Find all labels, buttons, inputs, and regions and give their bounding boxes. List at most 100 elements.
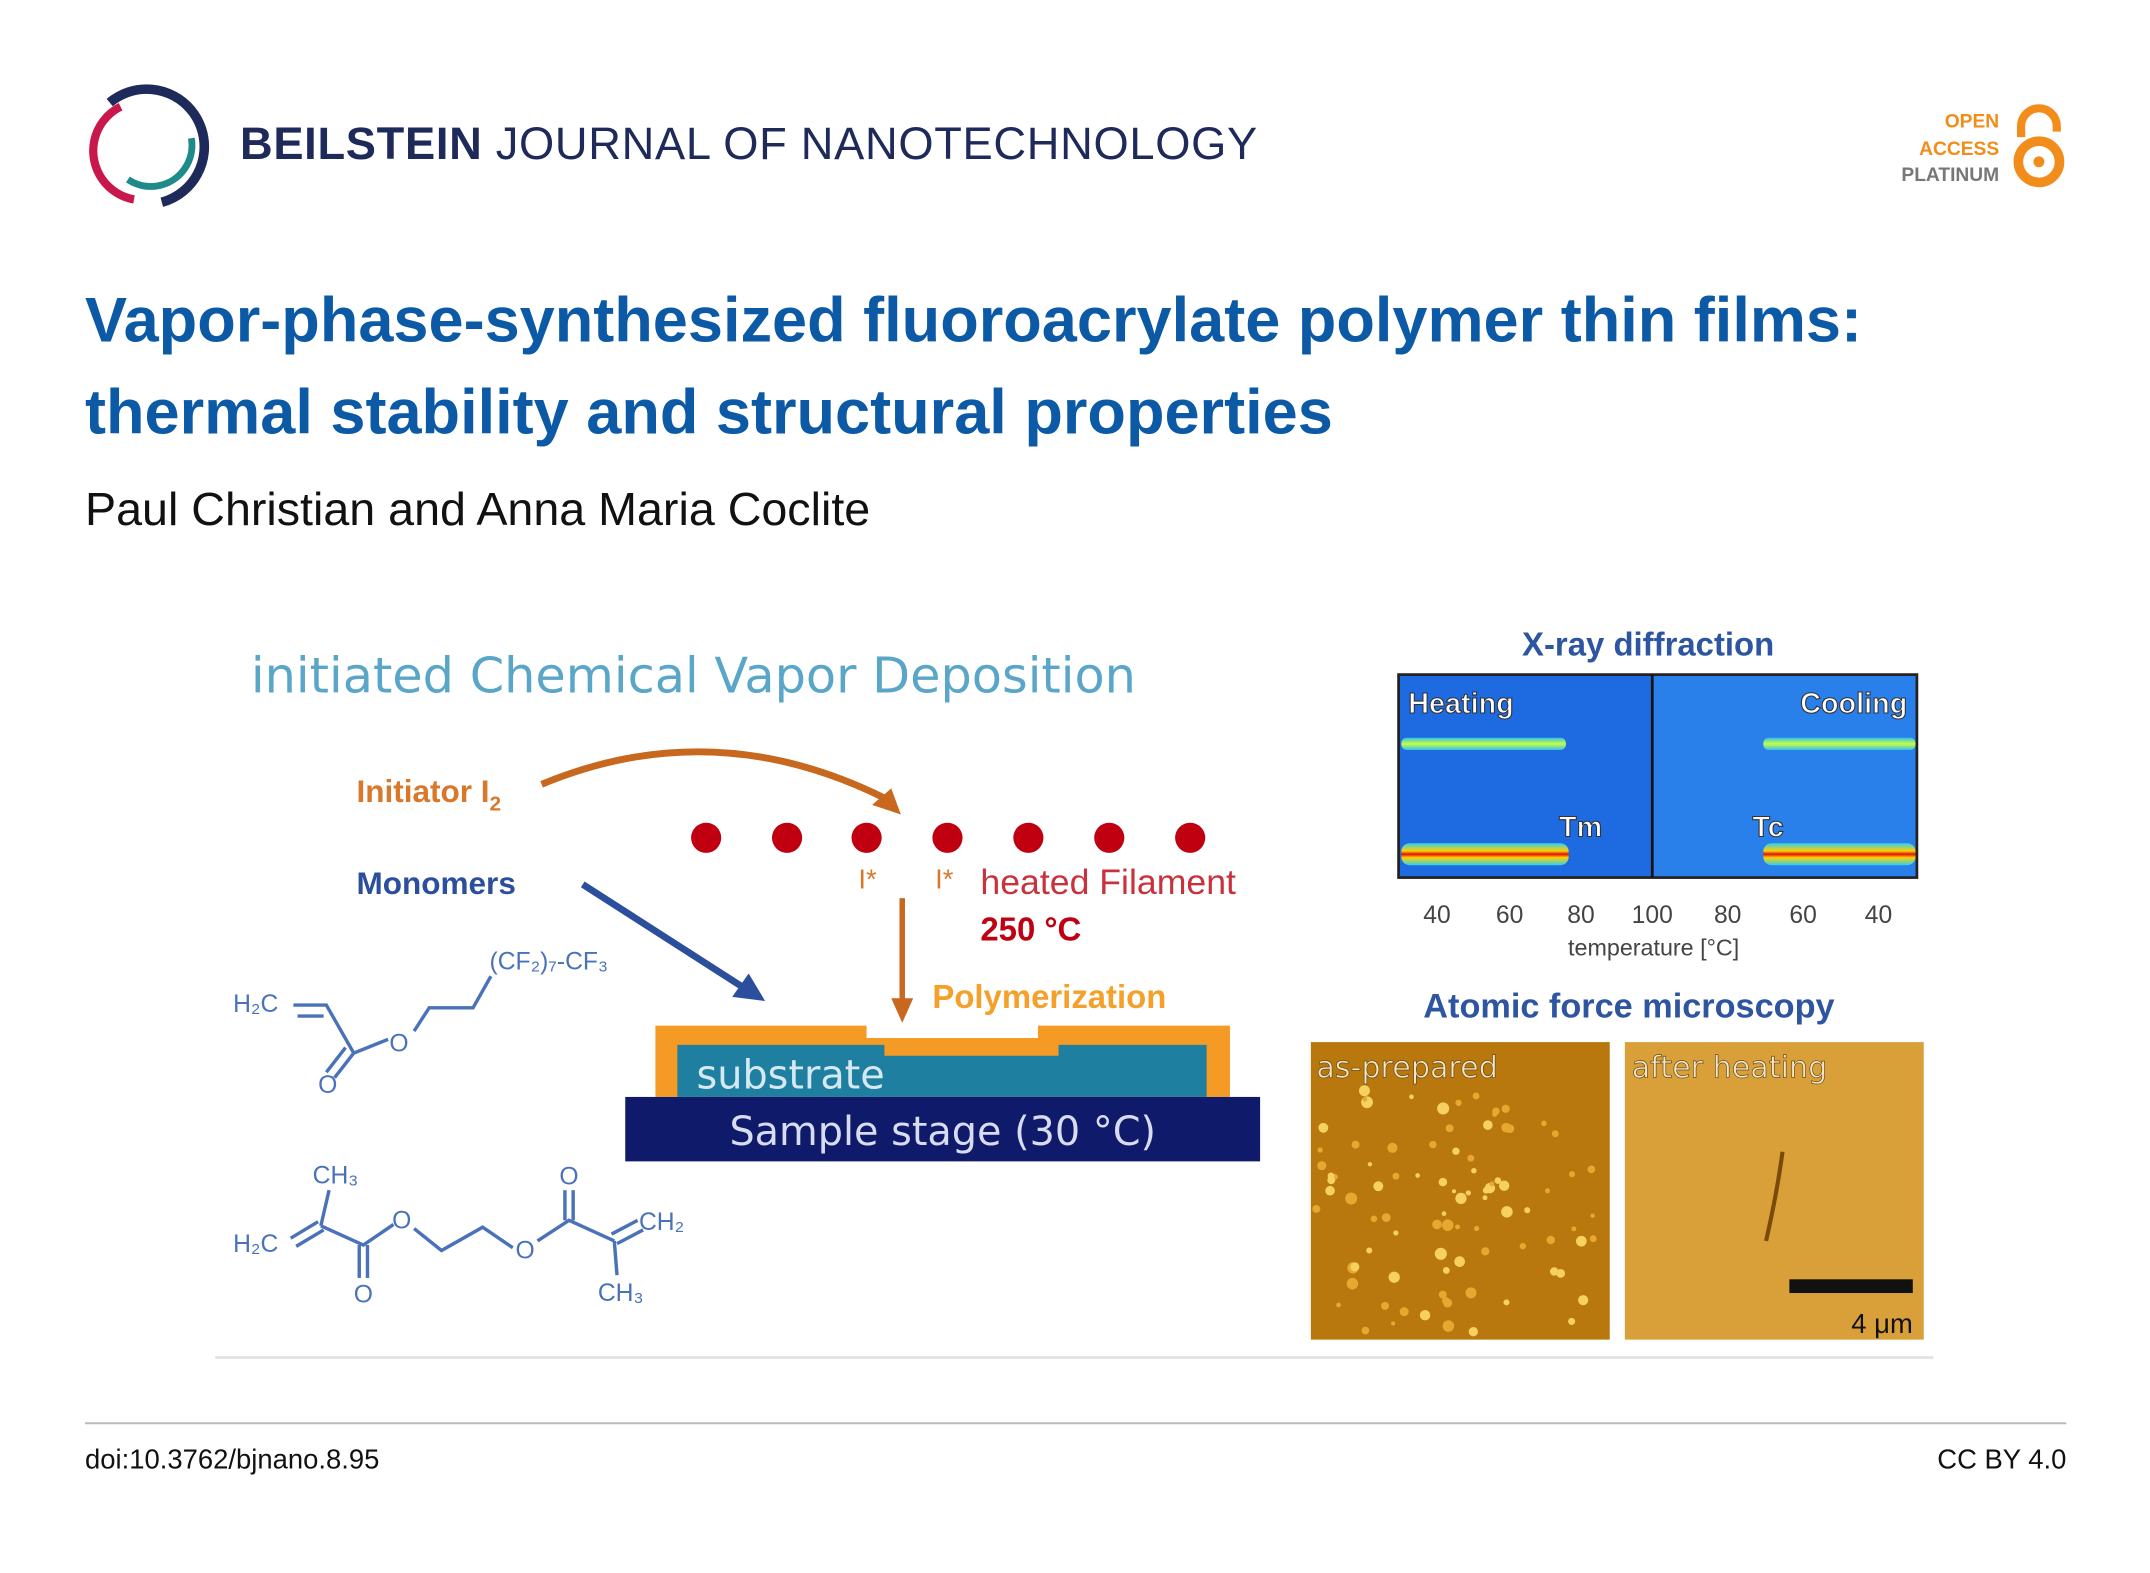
monomer-arrow: [580, 881, 766, 1001]
xrd-tick-label: 80: [1567, 902, 1594, 929]
article-authors: Paul Christian and Anna Maria Coclite: [85, 484, 871, 537]
figure-heading: initiated Chemical Vapor Deposition: [251, 646, 1136, 704]
radical-label: I*: [935, 864, 954, 895]
afm-title: Atomic force microscopy: [1423, 987, 1834, 1025]
initiator-arrow: [540, 748, 901, 815]
afm-grain: [1451, 1189, 1457, 1194]
afm-grain: [1361, 1326, 1370, 1335]
afm-grain: [1483, 1120, 1493, 1130]
heating-label: Heating: [1408, 688, 1514, 720]
afm-grain: [1442, 1266, 1450, 1274]
afm-grain: [1367, 1162, 1373, 1167]
afm-grain: [1370, 1215, 1378, 1223]
afm-image-as-prepared: [1310, 1042, 1610, 1340]
afm-grain: [1578, 1295, 1589, 1306]
afm-left-label: as-prepared: [1316, 1051, 1498, 1086]
molecule-label: O: [559, 1164, 578, 1191]
tm-label: Tm: [1559, 811, 1602, 843]
afm-grain: [1569, 1171, 1576, 1178]
xrd-tick-label: 40: [1423, 902, 1450, 929]
doi-text: doi:10.3762/bjnano.8.95: [85, 1445, 380, 1476]
tc-label: Tc: [1752, 811, 1783, 843]
afm-grain: [1589, 1235, 1597, 1243]
afm-grain: [1498, 1180, 1510, 1191]
radical-label: I*: [858, 864, 877, 895]
molecule-label: O: [389, 1031, 408, 1058]
afm-grain: [1503, 1299, 1510, 1306]
afm-grain: [1434, 1247, 1447, 1260]
afm-grain: [1442, 1320, 1455, 1332]
afm-grain: [1551, 1130, 1559, 1138]
afm-grain: [1362, 1096, 1368, 1102]
afm-grain: [1351, 1140, 1360, 1149]
afm-grain: [1441, 1211, 1447, 1216]
afm-grain: [1455, 1224, 1461, 1230]
xrd-tick-label: 80: [1714, 902, 1741, 929]
afm-grain: [1381, 1213, 1391, 1222]
xrd-x-axis-label: temperature [°C]: [1568, 935, 1739, 961]
substrate: [677, 1044, 1207, 1097]
afm-grain: [1455, 1192, 1467, 1205]
afm-grain: [1467, 1154, 1475, 1162]
afm-grain: [1445, 1124, 1454, 1133]
dimethacrylate-structure: [289, 1189, 644, 1278]
polymerization-arrow: [891, 898, 914, 1023]
afm-grain: [1465, 1190, 1471, 1196]
afm-grain: [1391, 1321, 1396, 1326]
afm-grain: [1419, 1310, 1431, 1321]
xrd-heatmap: [1397, 673, 1919, 879]
afm-grain-texture: [1312, 1085, 1597, 1337]
beilstein-logo: [84, 84, 210, 210]
xrd-title: X-ray diffraction: [1522, 625, 1774, 662]
afm-grain: [1393, 1230, 1399, 1236]
polymerization-label: Polymerization: [932, 978, 1166, 1015]
afm-grain: [1442, 1297, 1450, 1305]
molecule-label: CH₂: [639, 1209, 684, 1236]
afm-grain: [1492, 1111, 1498, 1117]
fluoroacrylate-structure: [293, 975, 493, 1079]
afm-grain: [1452, 1147, 1460, 1155]
afm-grain: [1312, 1204, 1321, 1213]
afm-grain: [1415, 1173, 1420, 1178]
article-title: Vapor-phase-synthesized fluoroacrylate p…: [85, 283, 1863, 448]
afm-grain: [1327, 1172, 1335, 1180]
afm-grain: [1346, 1277, 1359, 1290]
monomers-label: Monomers: [357, 865, 516, 901]
afm-grain: [1429, 1140, 1437, 1149]
afm-grain: [1345, 1192, 1358, 1205]
substrate-label: substrate: [697, 1053, 885, 1099]
afm-grain: [1545, 1188, 1550, 1194]
afm-grain: [1468, 1327, 1478, 1337]
molecule-label: H₂C: [233, 1231, 278, 1258]
afm-grain: [1358, 1085, 1370, 1097]
afm-grain: [1317, 1147, 1323, 1153]
open-access-badge: OPEN ACCESS PLATINUM: [1901, 109, 2000, 186]
afm-grain: [1318, 1122, 1329, 1133]
afm-grain: [1455, 1099, 1462, 1106]
afm-grain: [1489, 1181, 1495, 1187]
afm-grain: [1482, 1195, 1488, 1201]
afm-grain: [1438, 1177, 1448, 1187]
afm-grain: [1501, 1122, 1511, 1133]
molecule-label: CH₃: [598, 1280, 644, 1307]
afm-grain: [1524, 1207, 1531, 1214]
molecule-label: H₂C: [233, 991, 278, 1018]
filament-label: heated Filament: [980, 862, 1236, 902]
afm-grain: [1392, 1172, 1400, 1180]
xrd-tick-label: 100: [1632, 902, 1673, 929]
molecule-label: O: [318, 1072, 337, 1099]
cooling-label: Cooling: [1800, 688, 1907, 720]
afm-grain: [1350, 1262, 1360, 1272]
afm-grain: [1556, 1269, 1566, 1278]
afm-grain: [1366, 1247, 1373, 1254]
afm-grain: [1472, 1092, 1480, 1100]
xrd-tick-label: 60: [1789, 902, 1816, 929]
afm-grain: [1571, 1226, 1577, 1232]
filament-dots: [691, 822, 1206, 853]
afm-grain: [1501, 1206, 1513, 1218]
afm-grain: [1437, 1102, 1450, 1115]
afm-grain: [1519, 1242, 1526, 1250]
afm-grain: [1568, 1317, 1576, 1325]
xrd-tick-label: 60: [1496, 902, 1523, 929]
